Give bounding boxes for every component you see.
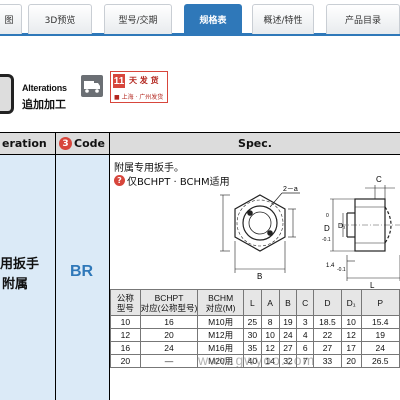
label-l: L	[370, 281, 375, 290]
table-cell: 10	[340, 315, 362, 329]
table-cell: M10用	[197, 315, 244, 329]
table-cell: 24	[278, 328, 298, 342]
table-cell: 6	[296, 341, 315, 355]
table-cell: 16	[110, 341, 141, 355]
tab-3d-preview[interactable]: 3D预览	[28, 4, 92, 34]
ship-label: 天 发 货	[129, 76, 159, 85]
table-cell: 32	[278, 354, 298, 368]
label-14: 1.4	[326, 263, 335, 269]
alterations-title-en: Alterations	[22, 83, 67, 93]
alteration-name-line2: 附属	[2, 277, 29, 292]
spec-col-header: D	[313, 289, 342, 316]
label-b: B	[257, 272, 262, 281]
label-d1: D₁	[338, 223, 346, 230]
table-cell: M12用	[197, 328, 244, 342]
table-cell: 22	[313, 328, 342, 342]
table-cell: 7	[296, 354, 315, 368]
spec-col-header: P	[360, 289, 400, 316]
spec-note-text: 仅BCHPT · BCHM适用	[127, 177, 230, 188]
label-01: -0.1	[337, 267, 346, 273]
header-code-label: Code	[74, 137, 105, 150]
spec-note: ? 仅BCHPT · BCHM适用	[114, 173, 230, 188]
table-cell: 26.5	[360, 354, 400, 368]
table-cell: 20	[110, 354, 141, 368]
tab-drawing[interactable]: 图	[0, 4, 22, 34]
spec-col-header: L	[242, 289, 262, 316]
ship-days: 11	[113, 74, 125, 88]
spec-cell: 2－a B	[110, 155, 400, 400]
table-cell: 17	[340, 341, 362, 355]
spec-col-header: 公称型号	[110, 289, 141, 316]
table-cell: 25	[242, 315, 262, 329]
alteration-table: eration 3 Code Spec. 用扳手 附属 BR	[0, 132, 400, 400]
table-cell: 20	[340, 354, 362, 368]
wrench-drawing: 2－a B	[220, 175, 400, 290]
label-c: C	[376, 175, 382, 184]
header-code: 3 Code	[56, 133, 110, 155]
spec-col-header: A	[260, 289, 280, 316]
code-cell: BR	[56, 155, 110, 400]
header-spec: Spec.	[110, 133, 400, 155]
table-cell: 16	[139, 315, 199, 329]
alterations-strip: Alterations 追加加工 11 天 发 货 ■ 上海 · 广州发货	[0, 66, 240, 126]
table-cell: 3	[296, 315, 315, 329]
watermark: www.gwyoo.com	[198, 352, 316, 368]
table-cell: 12	[110, 328, 141, 342]
alteration-cell: 用扳手 附属	[0, 155, 56, 400]
question-icon: ?	[114, 175, 125, 186]
truck-icon	[81, 75, 103, 97]
shipping-badge: 11 天 发 货 ■ 上海 · 广州发货	[110, 71, 168, 103]
table-cell: 8	[260, 315, 280, 329]
header-alteration: eration	[0, 133, 56, 155]
tab-bar: 图 3D预览 型号/交期 规格表 概述/特性 产品目录	[0, 0, 400, 36]
table-cell: —	[139, 354, 199, 368]
table-cell: 18.5	[313, 315, 342, 329]
table-cell: 15.4	[360, 315, 400, 329]
spec-description: 附属专用扳手。	[114, 163, 184, 174]
label-d-tol-top: 0	[326, 213, 329, 219]
alteration-name-line1: 用扳手	[0, 257, 40, 272]
label-d-tol-bottom: -0.1	[322, 237, 331, 243]
label-2a: 2－a	[283, 186, 298, 193]
tab-overview[interactable]: 概述/特性	[252, 4, 314, 34]
table-cell: M20用	[197, 354, 244, 368]
step-number-icon: 3	[59, 137, 72, 150]
tab-catalog[interactable]: 产品目录	[326, 4, 400, 34]
table-cell: 10	[110, 315, 141, 329]
table-cell: 30	[242, 328, 262, 342]
spec-col-header: B	[278, 289, 298, 316]
table-cell: 14	[260, 354, 280, 368]
table-cell: 4	[296, 328, 315, 342]
tab-model-delivery[interactable]: 型号/交期	[104, 4, 172, 34]
spec-col-header: D₁	[340, 289, 362, 316]
table-cell: 33	[313, 354, 342, 368]
table-cell: 24	[139, 341, 199, 355]
tab-spec-table[interactable]: 规格表	[184, 4, 242, 34]
table-cell: 27	[278, 341, 298, 355]
label-d: D	[324, 224, 330, 233]
ship-location: ■ 上海 · 广州发货	[114, 94, 164, 101]
table-cell: 19	[360, 328, 400, 342]
alteration-code[interactable]: BR	[70, 263, 94, 280]
table-cell: 10	[260, 328, 280, 342]
table-cell: 12	[340, 328, 362, 342]
table-cell: 20	[139, 328, 199, 342]
table-cell: 27	[313, 341, 342, 355]
part-thumbnail-icon	[0, 74, 14, 114]
table-cell: 19	[278, 315, 298, 329]
spec-col-header: C	[296, 289, 315, 316]
alterations-title-cn: 追加加工	[22, 98, 66, 111]
table-cell: 24	[360, 341, 400, 355]
table-cell: M16用	[197, 341, 244, 355]
